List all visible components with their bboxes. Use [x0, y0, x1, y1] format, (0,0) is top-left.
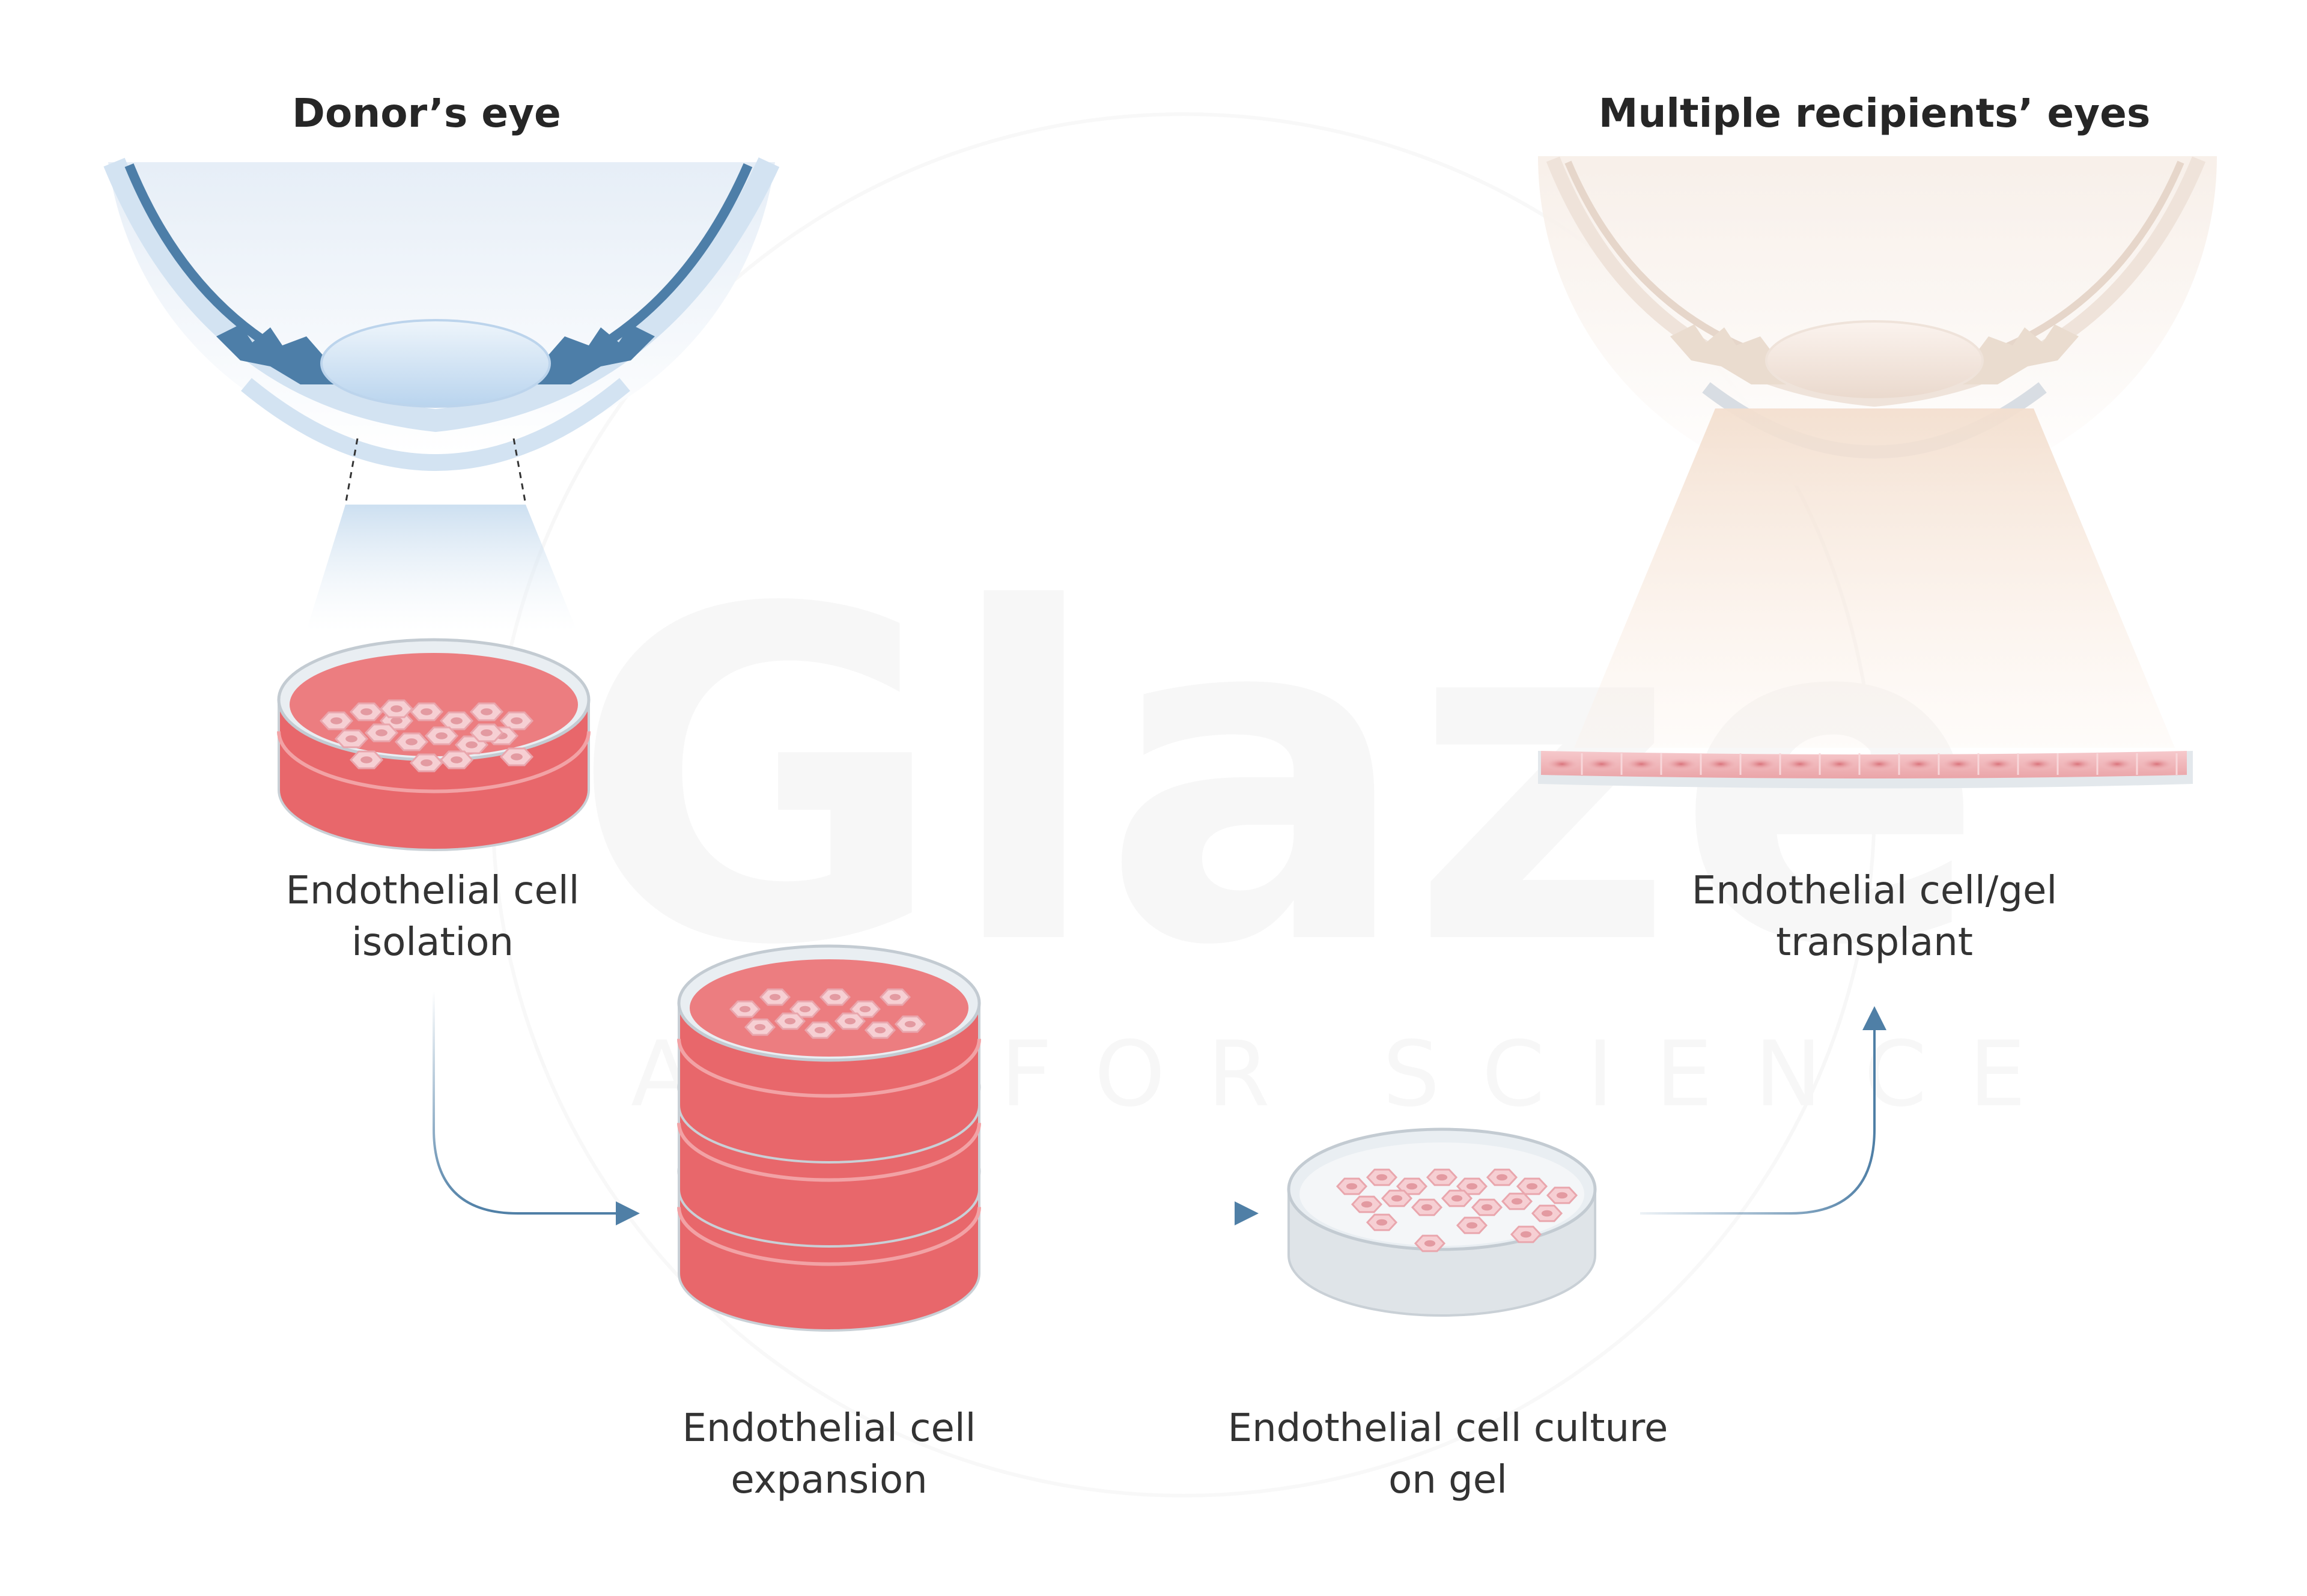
cell-nucleus	[511, 717, 523, 724]
cell-nucleus	[1376, 1174, 1388, 1181]
recipient-eye-icon	[1538, 156, 2217, 748]
cell-nucleus	[1496, 1174, 1508, 1181]
cell-nucleus	[330, 717, 342, 724]
cell-nucleus	[859, 1006, 871, 1013]
cell-nucleus	[436, 732, 448, 739]
step-label-line: Endothelial cell	[285, 869, 580, 913]
cell-nucleus	[799, 1006, 811, 1013]
cell-nucleus	[511, 753, 523, 760]
step-label-line: on gel	[1388, 1458, 1507, 1502]
cell-nucleus	[1520, 1231, 1532, 1238]
cell-nucleus	[874, 1027, 886, 1034]
sheet-cell	[1980, 757, 2016, 771]
cell-nucleus	[1466, 1222, 1478, 1229]
donor-eye-icon	[103, 157, 780, 631]
sheet-cell	[2099, 757, 2135, 771]
sheet-cell	[1544, 757, 1580, 771]
cell-nucleus	[391, 705, 403, 712]
arrow-icon	[433, 991, 640, 1225]
cell-nucleus	[1541, 1210, 1553, 1217]
cell-nucleus	[1481, 1204, 1493, 1211]
cell-nucleus	[481, 729, 493, 736]
cell-nucleus	[360, 708, 372, 715]
cell-nucleus	[889, 994, 901, 1001]
cell-nucleus	[784, 1018, 796, 1025]
cell-nucleus	[1346, 1183, 1358, 1190]
dish-medium	[1299, 1142, 1584, 1246]
arrow-icon	[1640, 1006, 1886, 1215]
cell-nucleus	[391, 717, 403, 724]
step-label-line: Endothelial cell	[682, 1406, 976, 1451]
dish-stack-icon	[677, 944, 981, 1332]
cell-nucleus	[1361, 1201, 1373, 1208]
dish-medium-edge	[277, 731, 591, 793]
cell-nucleus	[1376, 1219, 1388, 1226]
dish-medium-edge	[677, 1123, 981, 1182]
sheet-cell	[1822, 757, 1858, 771]
step-label-gel-culture: Endothelial cell culture on gel	[1178, 1403, 1718, 1506]
cell-nucleus	[739, 1006, 751, 1013]
step-label-line: Endothelial cell culture	[1227, 1406, 1668, 1451]
arrow-icon	[991, 1201, 1259, 1225]
cell-nucleus	[1421, 1204, 1433, 1211]
cell-nucleus	[421, 708, 433, 715]
cell-nucleus	[1436, 1174, 1448, 1181]
cell-nucleus	[1406, 1183, 1418, 1190]
cell-nucleus	[1526, 1183, 1538, 1190]
step-label-isolation: Endothelial cell isolation	[252, 865, 613, 968]
sheet-cell	[1941, 757, 1977, 771]
step-label-line: Endothelial cell/gel	[1691, 869, 2058, 913]
sheet-cell	[1782, 757, 1818, 771]
cell-nucleus	[769, 994, 781, 1001]
cell-nucleus	[1424, 1240, 1436, 1247]
cell-nucleus	[451, 717, 463, 724]
donor-eye-title: Donor’s eye	[292, 90, 561, 136]
petri-dish-icon	[277, 638, 591, 851]
cell-nucleus	[406, 738, 418, 745]
sheet-cell	[2139, 757, 2175, 771]
sheet-cell	[1742, 757, 1778, 771]
cell-nucleus	[844, 1018, 856, 1025]
cell-sheet-icon	[1538, 751, 2193, 789]
step-label-line: isolation	[351, 920, 514, 965]
sheet-cell	[2059, 757, 2096, 771]
cell-nucleus	[904, 1021, 916, 1028]
gel-dish-icon	[1287, 1127, 1597, 1317]
sheet-cell	[1584, 757, 1620, 771]
step-label-line: expansion	[731, 1458, 928, 1502]
cell-nucleus	[814, 1027, 826, 1034]
step-label-transplant: Endothelial cell/gel transplant	[1664, 865, 2085, 968]
cell-nucleus	[360, 756, 372, 763]
cell-nucleus	[1451, 1195, 1463, 1202]
cell-nucleus	[754, 1024, 766, 1031]
dish-medium-edge	[677, 1039, 981, 1098]
sheet-cell	[1663, 757, 1699, 771]
dish-medium-edge	[677, 1207, 981, 1266]
cell-nucleus	[1466, 1183, 1478, 1190]
stacked-dish	[677, 944, 981, 1164]
sheet-cell	[2020, 757, 2056, 771]
cell-nucleus	[481, 708, 493, 715]
cell-nucleus	[829, 994, 841, 1001]
cell-nucleus	[345, 735, 357, 742]
cell-nucleus	[1511, 1198, 1523, 1205]
step-label-line: transplant	[1776, 920, 1973, 965]
sheet-cell	[1861, 757, 1897, 771]
cell-nucleus	[375, 729, 388, 736]
sheet-cell	[1901, 757, 1937, 771]
step-label-expansion: Endothelial cell expansion	[649, 1403, 1009, 1506]
cell-nucleus	[1391, 1195, 1403, 1202]
cell-nucleus	[421, 759, 433, 766]
sheet-cell	[1623, 757, 1659, 771]
cell-nucleus	[466, 741, 478, 748]
cell-nucleus	[1556, 1192, 1568, 1199]
cell-nucleus	[451, 756, 463, 763]
sheet-cell	[1703, 757, 1739, 771]
recipient-eyes-title: Multiple recipients’ eyes	[1598, 90, 2151, 136]
